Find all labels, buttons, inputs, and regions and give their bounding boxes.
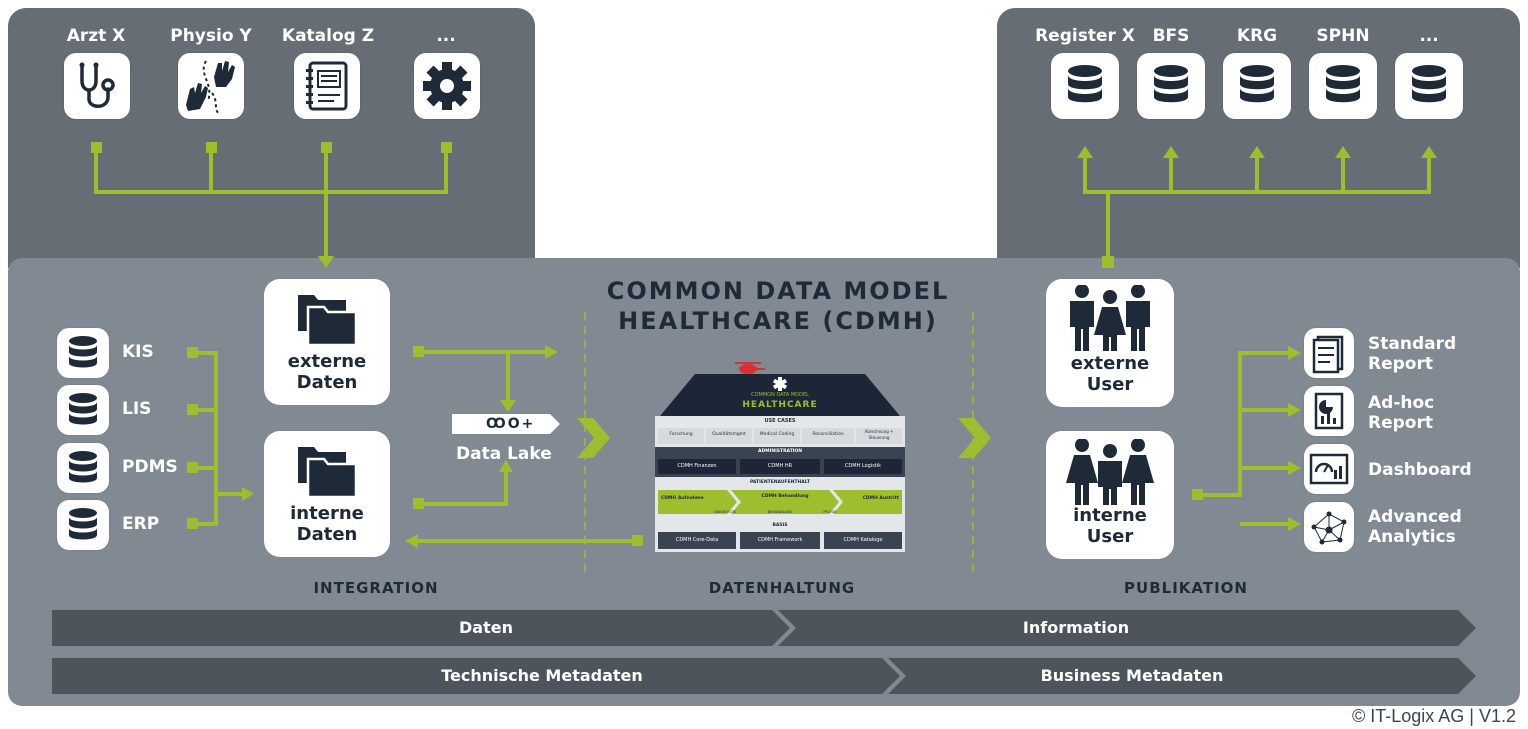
data-lake-label: Data Lake — [456, 444, 552, 464]
externe-daten-line2: Daten — [296, 372, 358, 393]
mini-patient-item: CDMH Behandlung — [761, 494, 809, 499]
mini-patient-sub: DIAGNOSTIK — [714, 510, 736, 514]
mini-uc-item: Forschung — [669, 432, 693, 437]
target-label-register: Register X — [1035, 26, 1135, 46]
externe-user-line1: externe — [1070, 353, 1150, 374]
output-label: Advanced — [1368, 507, 1462, 527]
interne-daten-line2: Daten — [296, 524, 358, 545]
target-label-more: ... — [1419, 26, 1439, 46]
source-label-katalog: Katalog Z — [281, 26, 375, 46]
section-integration: INTEGRATION — [313, 579, 439, 597]
cdmh-model-graphic: COMMON DATA MODEL HEALTHCARE USE CASES F… — [655, 360, 905, 552]
source-kis: KIS — [122, 342, 154, 362]
database-icon — [1395, 53, 1463, 119]
source-erp: ERP — [122, 514, 160, 534]
target-label-sphn: SPHN — [1316, 26, 1370, 46]
mini-uc-item: Reconciliation — [812, 432, 844, 437]
section-publikation: PUBLIKATION — [1124, 579, 1248, 597]
output-label: Ad-hoc — [1368, 393, 1435, 413]
externe-daten-line1: externe — [287, 351, 367, 372]
source-label-more: ... — [436, 26, 456, 46]
database-icon — [57, 500, 109, 550]
band-business-metadaten: Business Metadaten — [1040, 666, 1224, 685]
target-label-bfs: BFS — [1152, 26, 1190, 46]
mini-use-cases: USE CASES — [764, 418, 796, 424]
title-line2: HEALTHCARE (CDMH) — [618, 307, 938, 335]
externe-user-line2: User — [1086, 374, 1134, 395]
page-title: COMMON DATA MODEL HEALTHCARE (CDMH) — [607, 276, 950, 336]
database-icon — [57, 443, 109, 493]
mini-patient-item: CDMH Aufnahme — [661, 496, 704, 501]
mini-uc-item: Abrechnung + Steuerung — [864, 429, 894, 440]
mini-brand2: HEALTHCARE — [742, 400, 818, 410]
database-icon — [1309, 53, 1377, 119]
report-icon — [1304, 328, 1354, 378]
data-lake-tag-text: ꝎO+ — [486, 416, 536, 432]
analytics-network-icon — [1304, 502, 1354, 552]
band-technische-metadaten: Technische Metadaten — [441, 666, 643, 685]
dashboard-icon — [1304, 444, 1354, 494]
copyright: © IT-Logix AG | V1.2 — [1351, 706, 1516, 726]
source-lis: LIS — [122, 399, 152, 419]
mini-admin-item: CDMH HR — [767, 463, 793, 469]
mini-patient-item: CDMH Austritt — [862, 496, 899, 501]
mini-patient-sub: PFLEGE — [823, 510, 837, 514]
mini-basis-item: CDMH Core-Data — [675, 537, 719, 543]
mini-basis: BASIS — [772, 523, 788, 528]
section-datenhaltung: DATENHALTUNG — [708, 579, 856, 597]
interne-daten-line1: interne — [290, 503, 364, 524]
output-label: Standard — [1368, 334, 1457, 354]
source-pdms: PDMS — [122, 457, 178, 477]
database-icon — [1223, 53, 1291, 119]
database-icon — [1137, 53, 1205, 119]
stethoscope-icon — [64, 53, 130, 119]
catalog-icon — [294, 53, 360, 119]
mini-uc-item: Qualitätsmgmt — [712, 432, 746, 437]
target-label-krg: KRG — [1236, 26, 1278, 46]
output-dashboard: Dashboard — [1368, 460, 1472, 480]
mini-basis-item: CDMH Kataloge — [843, 537, 883, 543]
mini-admin-item: CDMH Logistik — [844, 463, 882, 469]
gear-icon — [414, 53, 480, 119]
band-daten: Daten — [459, 618, 513, 637]
interne-user-line1: interne — [1073, 505, 1147, 526]
output-label: Report — [1368, 354, 1433, 374]
source-label-physio: Physio Y — [170, 26, 252, 46]
interne-user-line2: User — [1086, 526, 1134, 547]
band-information: Information — [1022, 618, 1130, 637]
mini-uc-item: Medical Coding — [759, 432, 795, 437]
database-icon — [57, 328, 109, 378]
physio-hands-icon — [178, 53, 244, 119]
output-label: Analytics — [1368, 527, 1456, 547]
mini-admin-item: CDMH Finanzen — [677, 463, 717, 469]
mini-brand1: COMMON DATA MODEL — [751, 392, 809, 398]
data-lake-tag — [452, 414, 560, 434]
database-icon — [57, 385, 109, 435]
mini-basis-item: CDMH Framework — [757, 537, 803, 543]
targets-panel — [997, 8, 1520, 268]
sources-panel — [8, 8, 535, 268]
database-icon — [1051, 53, 1119, 119]
mini-admin: ADMINISTRATION — [757, 449, 803, 454]
mini-patient: PATIENTENAUFENTHALT — [750, 480, 810, 485]
adhoc-report-icon — [1304, 386, 1354, 436]
mini-patient-sub: BEHANDLUNG — [767, 510, 793, 514]
output-label: Report — [1368, 413, 1433, 433]
title-line1: COMMON DATA MODEL — [606, 277, 950, 305]
output-label: Dashboard — [1368, 460, 1472, 480]
source-label-arzt: Arzt X — [66, 26, 126, 46]
